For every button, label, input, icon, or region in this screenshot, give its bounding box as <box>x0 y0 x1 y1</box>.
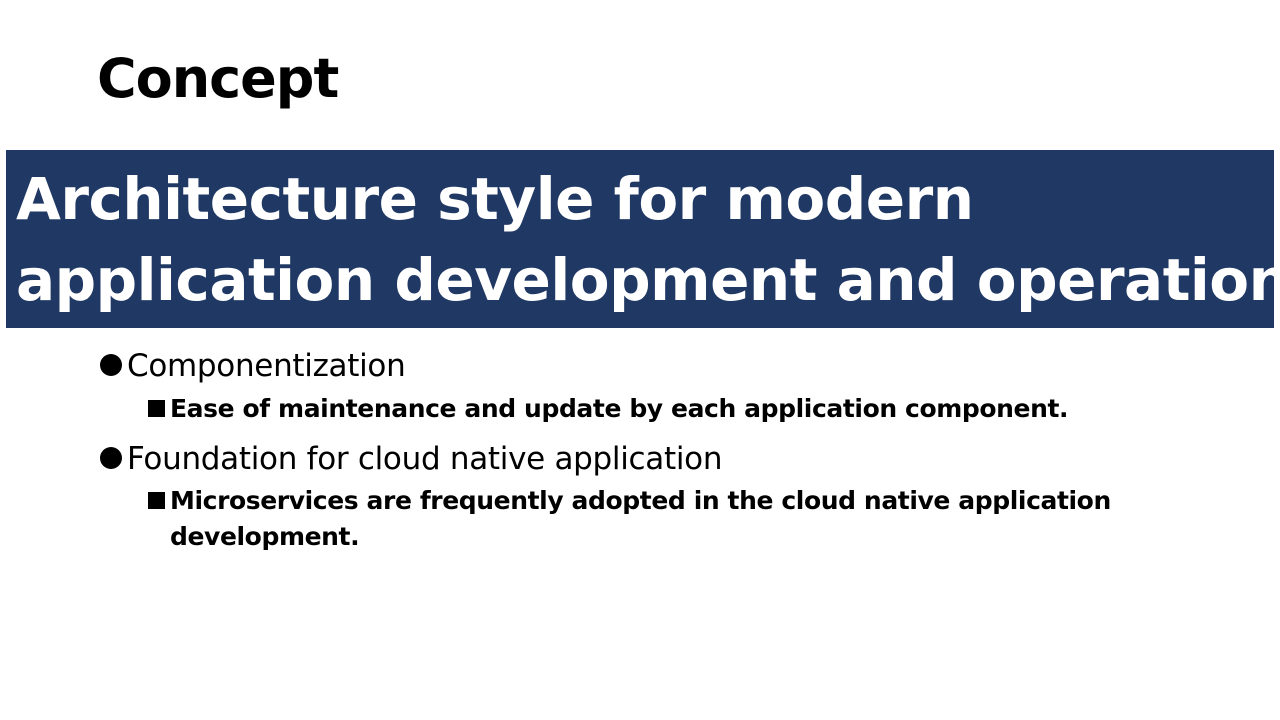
filled-square-icon <box>148 492 165 509</box>
bullet-item: Componentization <box>100 344 1250 388</box>
bullet-label: Componentization <box>127 348 406 384</box>
sub-bullet-text: Microservices are frequently adopted in … <box>170 486 1111 551</box>
sub-bullet-item: Ease of maintenance and update by each a… <box>148 391 1210 427</box>
filled-square-icon <box>148 400 165 417</box>
slide-title: Concept <box>97 47 339 110</box>
banner-line-1: Architecture style for modern <box>16 165 974 233</box>
banner-line-2: application development and operation <box>16 246 1280 314</box>
bullet-item: Foundation for cloud native application <box>100 437 1250 481</box>
filled-circle-icon <box>100 447 122 469</box>
filled-circle-icon <box>100 354 122 376</box>
headline-banner: Architecture style for modern applicatio… <box>6 150 1280 328</box>
bullet-label: Foundation for cloud native application <box>127 441 723 477</box>
sub-bullet-item: Microservices are frequently adopted in … <box>148 483 1210 555</box>
bullet-list: Componentization Ease of maintenance and… <box>100 344 1250 555</box>
sub-bullet-text: Ease of maintenance and update by each a… <box>170 394 1069 423</box>
